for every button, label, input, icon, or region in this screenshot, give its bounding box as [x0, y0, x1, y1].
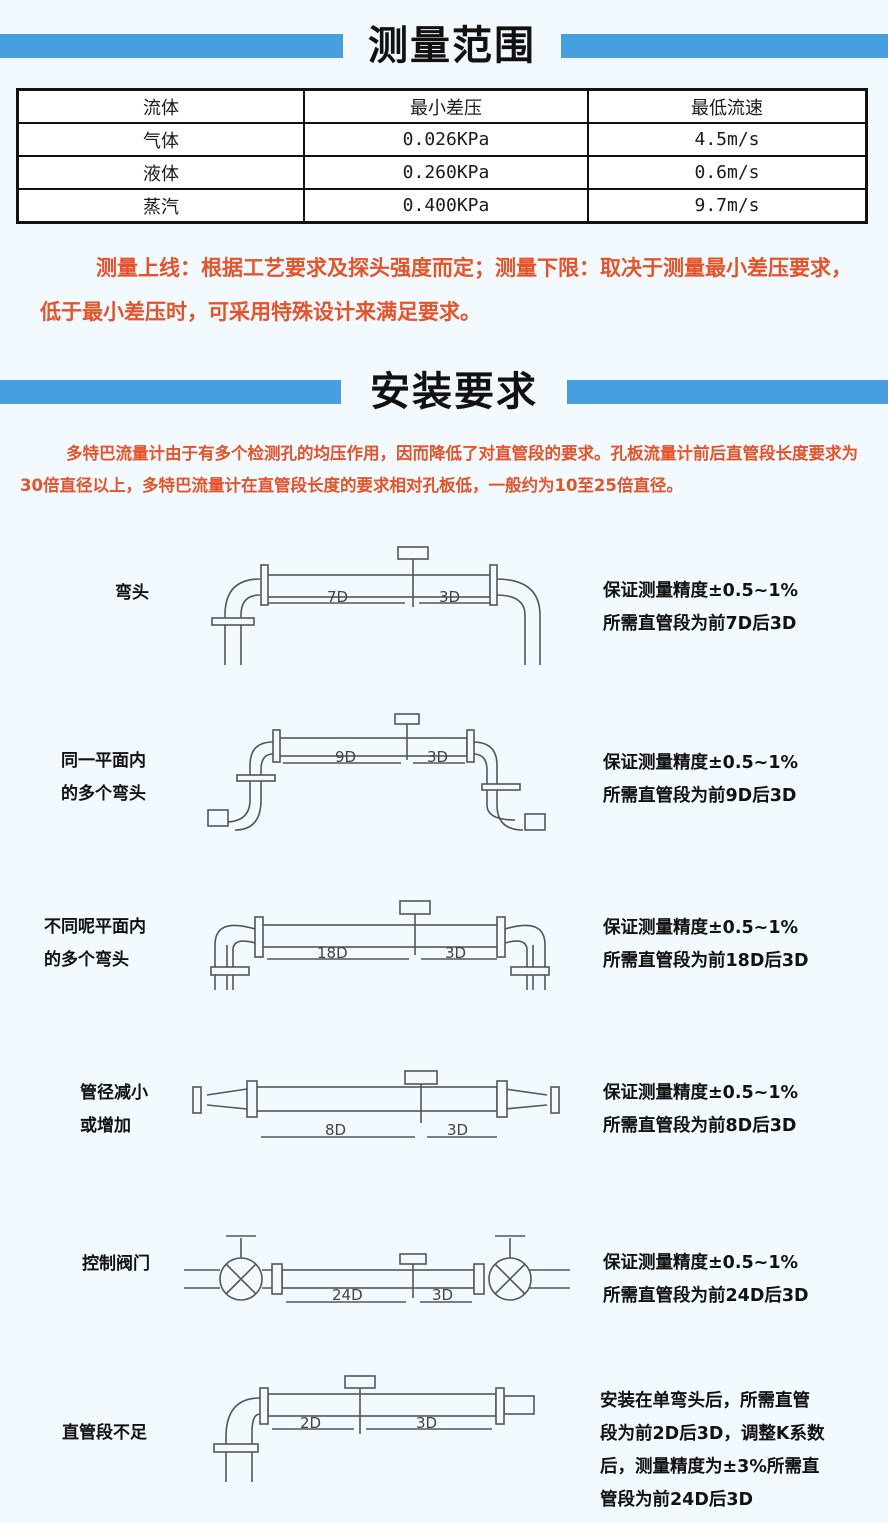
- item-label-reducer: 管径减小 或增加: [80, 1077, 148, 1143]
- upstream-length: 9D: [335, 748, 356, 766]
- item-desc-multi-elbow-diff-plane: 保证测量精度±0.5~1% 所需直管段为前18D后3D: [603, 912, 863, 978]
- desc-line: 保证测量精度±0.5~1%: [603, 581, 799, 601]
- table-cell: 0.260KPa: [303, 155, 589, 190]
- downstream-length: 3D: [427, 748, 448, 766]
- upstream-length: 8D: [325, 1121, 346, 1139]
- desc-line: 管段为前24D后3D: [600, 1490, 754, 1510]
- desc-line: 段为前2D后3D，调整K系数: [600, 1424, 825, 1444]
- elbow-diagram: 7D 3D: [211, 546, 541, 665]
- label-line: 不同呢平面内: [44, 917, 146, 937]
- item-label-control-valve: 控制阀门: [82, 1248, 150, 1281]
- upstream-length: 7D: [327, 588, 348, 606]
- label-line: 直管段不足: [62, 1423, 147, 1443]
- item-label-elbow: 弯头: [115, 577, 149, 610]
- column-header: 流体: [16, 88, 305, 124]
- desc-line: 后，测量精度为±3%所需直: [600, 1457, 820, 1477]
- table-cell: 4.5m/s: [587, 122, 868, 157]
- item-desc-reducer: 保证测量精度±0.5~1% 所需直管段为前8D后3D: [603, 1077, 863, 1143]
- table-cell: 9.7m/s: [587, 188, 868, 224]
- column-header: 最低流速: [587, 88, 868, 124]
- insufficient-straight-pipe-diagram: 2D 3D: [213, 1375, 535, 1482]
- label-line: 的多个弯头: [44, 950, 129, 970]
- upstream-length: 2D: [300, 1414, 321, 1432]
- label-line: 控制阀门: [82, 1254, 150, 1274]
- table-cell: 0.6m/s: [587, 155, 868, 190]
- desc-line: 所需直管段为前9D后3D: [603, 786, 797, 806]
- downstream-length: 3D: [439, 588, 460, 606]
- downstream-length: 3D: [447, 1121, 468, 1139]
- table-header-row: 流体 最小差压 最低流速: [16, 88, 868, 124]
- upstream-length: 18D: [317, 944, 348, 962]
- section-header-measurement-range: 测量范围: [0, 16, 888, 76]
- table-cell: 蒸汽: [16, 188, 305, 224]
- label-line: 管径减小: [80, 1083, 148, 1103]
- desc-line: 所需直管段为前18D后3D: [603, 951, 809, 971]
- table-row: 气体 0.026KPa 4.5m/s: [16, 122, 868, 157]
- item-desc-multi-elbow-same-plane: 保证测量精度±0.5~1% 所需直管段为前9D后3D: [603, 747, 863, 813]
- item-desc-control-valve: 保证测量精度±0.5~1% 所需直管段为前24D后3D: [603, 1247, 863, 1313]
- label-line: 同一平面内: [61, 751, 146, 771]
- item-label-insufficient-straight-pipe: 直管段不足: [62, 1417, 147, 1450]
- item-desc-elbow: 保证测量精度±0.5~1% 所需直管段为前7D后3D: [603, 575, 863, 641]
- item-label-multi-elbow-diff-plane: 不同呢平面内 的多个弯头: [44, 911, 146, 977]
- desc-line: 所需直管段为前8D后3D: [603, 1116, 797, 1136]
- header-bar-right: [561, 34, 888, 58]
- table-cell: 液体: [16, 155, 305, 190]
- desc-line: 所需直管段为前7D后3D: [603, 614, 797, 634]
- section-title: 测量范围: [368, 23, 536, 69]
- section-title: 安装要求: [370, 369, 538, 415]
- section-header-installation: 安装要求: [0, 362, 888, 422]
- multi-elbow-same-plane-diagram: 9D 3D: [207, 713, 546, 831]
- table-row: 液体 0.260KPa 0.6m/s: [16, 155, 868, 190]
- desc-line: 保证测量精度±0.5~1%: [603, 1253, 799, 1273]
- table-cell: 气体: [16, 122, 305, 157]
- upstream-length: 24D: [332, 1286, 363, 1304]
- item-desc-insufficient-straight-pipe: 安装在单弯头后，所需直管 段为前2D后3D，调整K系数 后，测量精度为±3%所需…: [600, 1385, 870, 1517]
- control-valve-diagram: 24D 3D: [184, 1235, 570, 1304]
- desc-line: 保证测量精度±0.5~1%: [603, 753, 799, 773]
- measurement-range-table: 流体 最小差压 最低流速 气体 0.026KPa 4.5m/s 液体 0.260…: [16, 88, 868, 224]
- label-line: 弯头: [115, 583, 149, 603]
- table-row: 蒸汽 0.400KPa 9.7m/s: [16, 188, 868, 224]
- column-header: 最小差压: [303, 88, 589, 124]
- item-label-multi-elbow-same-plane: 同一平面内 的多个弯头: [61, 745, 146, 811]
- header-bar-right: [567, 380, 888, 404]
- desc-line: 所需直管段为前24D后3D: [603, 1286, 809, 1306]
- multi-elbow-diff-plane-diagram: 18D 3D: [210, 900, 550, 990]
- table-cell: 0.400KPa: [303, 188, 589, 224]
- desc-line: 安装在单弯头后，所需直管: [600, 1391, 810, 1411]
- desc-line: 保证测量精度±0.5~1%: [603, 1083, 799, 1103]
- downstream-length: 3D: [416, 1414, 437, 1432]
- desc-line: 保证测量精度±0.5~1%: [603, 918, 799, 938]
- header-bar-left: [0, 34, 343, 58]
- table-cell: 0.026KPa: [303, 122, 589, 157]
- downstream-length: 3D: [432, 1286, 453, 1304]
- measurement-limits-note: 测量上线：根据工艺要求及探头强度而定；测量下限：取决于测量最小差压要求，低于最小…: [40, 256, 852, 324]
- reducer-diagram: 8D 3D: [192, 1070, 560, 1139]
- label-line: 或增加: [80, 1116, 131, 1136]
- header-bar-left: [0, 380, 341, 404]
- label-line: 的多个弯头: [61, 784, 146, 804]
- installation-intro: 多特巴流量计由于有多个检测孔的均压作用，因而降低了对直管段的要求。孔板流量计前后…: [20, 444, 858, 495]
- downstream-length: 3D: [445, 944, 466, 962]
